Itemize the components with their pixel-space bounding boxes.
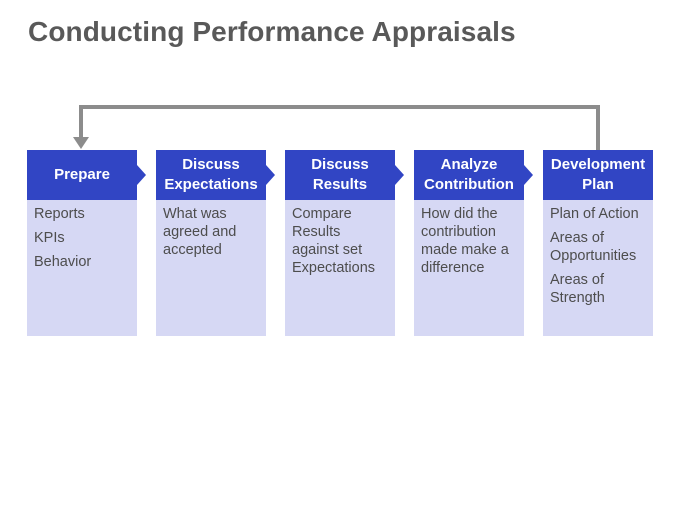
list-item-line: Behavior xyxy=(34,254,92,270)
chevron-right-icon xyxy=(395,165,404,185)
list-item: Reports xyxy=(34,205,133,223)
list-item: Areas of Opportunities xyxy=(550,229,649,265)
list-item: Compare Results against set Expectations xyxy=(292,205,391,277)
feedback-loop-arrow xyxy=(73,105,600,150)
slide-title: Conducting Performance Appraisals xyxy=(28,16,516,47)
step-body: What was agreed and accepted xyxy=(156,200,266,336)
list-item-line: agreed and xyxy=(163,224,237,240)
step-body: How did the contribution made make a dif… xyxy=(414,200,524,336)
list-item-line: Reports xyxy=(34,206,85,222)
list-item-line: What was xyxy=(163,206,227,222)
step-header-line: Discuss xyxy=(182,156,240,173)
step-development-plan: Development Plan Plan of Action Areas of… xyxy=(543,150,653,336)
list-item-line: Plan of Action xyxy=(550,206,639,222)
step-header-line: Plan xyxy=(582,176,614,193)
chevron-right-icon xyxy=(524,165,533,185)
list-item-line: How did the xyxy=(421,206,498,222)
step-header: Development Plan xyxy=(543,150,653,200)
list-item: Behavior xyxy=(34,253,133,271)
list-item: What was agreed and accepted xyxy=(163,205,262,259)
list-item: KPIs xyxy=(34,229,133,247)
step-body: Reports KPIs Behavior xyxy=(27,200,137,336)
list-item: How did the contribution made make a dif… xyxy=(421,205,520,277)
chevron-right-icon xyxy=(137,165,146,185)
step-header-line: Contribution xyxy=(424,176,514,193)
list-item-line: Areas of xyxy=(550,272,604,288)
list-item-line: Strength xyxy=(550,290,605,306)
list-item-line: Expectations xyxy=(292,260,376,276)
step-header-line: Discuss xyxy=(311,156,369,173)
list-item-line: Results xyxy=(292,224,341,240)
list-item-line: against set xyxy=(292,242,363,258)
list-item-line: Opportunities xyxy=(550,248,637,264)
list-item: Areas of Strength xyxy=(550,271,649,307)
list-item-line: difference xyxy=(421,260,485,276)
step-header: Discuss Results xyxy=(285,150,395,200)
list-item-line: Compare xyxy=(292,206,352,222)
list-item-line: accepted xyxy=(163,242,222,258)
step-header-line: Development xyxy=(550,156,646,173)
list-item-line: Areas of xyxy=(550,230,604,246)
list-item-line: KPIs xyxy=(34,230,65,246)
step-discuss-expectations: Discuss Expectations What was agreed and… xyxy=(156,150,275,336)
step-header: Analyze Contribution xyxy=(414,150,524,200)
list-item-line: made make a xyxy=(421,242,509,258)
chevron-right-icon xyxy=(266,165,275,185)
step-header-line: Analyze xyxy=(440,156,498,173)
list-item: Plan of Action xyxy=(550,205,649,223)
step-header-line: Results xyxy=(312,176,368,193)
step-prepare: Prepare Reports KPIs Behavior xyxy=(27,150,146,336)
step-analyze-contribution: Analyze Contribution How did the contrib… xyxy=(414,150,533,336)
step-body: Plan of Action Areas of Opportunities Ar… xyxy=(543,200,653,336)
step-header-line: Prepare xyxy=(54,166,110,183)
list-item-line: contribution xyxy=(421,224,496,240)
step-discuss-results: Discuss Results Compare Results against … xyxy=(285,150,404,336)
step-header-line: Expectations xyxy=(164,176,258,193)
step-body: Compare Results against set Expectations xyxy=(285,200,395,336)
step-header: Prepare xyxy=(27,150,137,200)
step-header: Discuss Expectations xyxy=(156,150,266,200)
